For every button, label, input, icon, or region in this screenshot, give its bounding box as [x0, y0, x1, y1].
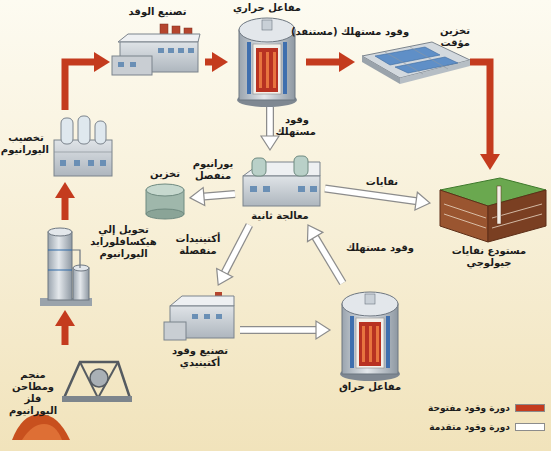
plant-node: تصنيع وقود أكتينيدي: [160, 285, 240, 375]
edge-label: وقود مستهلك (مستنفد): [288, 26, 413, 38]
open-cycle-arrow: [205, 52, 228, 72]
node-label: تحويل إلي هيكسافلورايد اليورانيوم: [82, 224, 165, 260]
node-label: تخصيب اليورانيوم: [3, 132, 49, 156]
advanced-cycle-arrow: [325, 188, 430, 210]
legend-text: دورة وقود متقدمة: [429, 422, 510, 433]
legend-row: دورة وقود متقدمة: [429, 422, 545, 433]
advanced-cycle-arrow: [190, 188, 235, 206]
plant-node: معالجة ثانية: [235, 150, 325, 225]
advanced-cycle-arrow: [240, 321, 330, 339]
repository-node: مستودع نفايات جيولوجي: [430, 170, 548, 275]
open-cycle-arrow: [306, 52, 355, 72]
node-label: تخزين مؤقت: [410, 25, 470, 49]
advanced-cycle-arrow: [307, 225, 342, 283]
mine-node: منجم ومطاحن فلز اليورانيوم: [2, 345, 132, 440]
open-cycle-arrow: [55, 182, 75, 220]
node-label: تخزين: [140, 168, 190, 180]
node-label: مفاعل حراق: [330, 381, 410, 393]
reactor-node: مفاعل حراق: [330, 283, 410, 397]
edge-label: وقود مستهلك: [344, 242, 416, 254]
plant-node: تخصيب اليورانيوم: [3, 110, 115, 182]
plant-node: تصنيع الوقد: [110, 6, 205, 78]
edge-label: وقود مستهلك: [278, 114, 316, 138]
node-label: منجم ومطاحن فلز اليورانيوم: [2, 369, 64, 417]
plant-node: تحويل إلي هيكسافلورايد اليورانيوم: [30, 220, 165, 310]
node-label: مفاعل حراري: [228, 2, 306, 14]
node-label: معالجة ثانية: [235, 210, 325, 222]
edge-label: أكتينيدات منفصلة: [173, 233, 223, 257]
legend-row: دورة وقود مفتوحة: [428, 403, 545, 414]
legend-swatch: [515, 404, 545, 412]
edge-label: نفايات: [357, 176, 407, 188]
advanced-cycle-arrow: [217, 225, 250, 285]
node-label: مستودع نفايات جيولوجي: [449, 245, 529, 269]
legend-swatch: [515, 423, 545, 431]
open-cycle-arrow: [470, 62, 500, 170]
open-cycle-arrow: [55, 310, 75, 345]
reactor-node: مفاعل حراري: [228, 2, 306, 107]
node-label: تصنيع الوقد: [110, 6, 205, 18]
open-cycle-arrow: [65, 52, 110, 110]
edge-label: يورانيوم منفصل: [191, 158, 235, 182]
legend-text: دورة وقود مفتوحة: [428, 403, 510, 414]
node-label: تصنيع وقود أكتينيدي: [160, 345, 240, 369]
tank-node: تخزين: [140, 168, 190, 220]
